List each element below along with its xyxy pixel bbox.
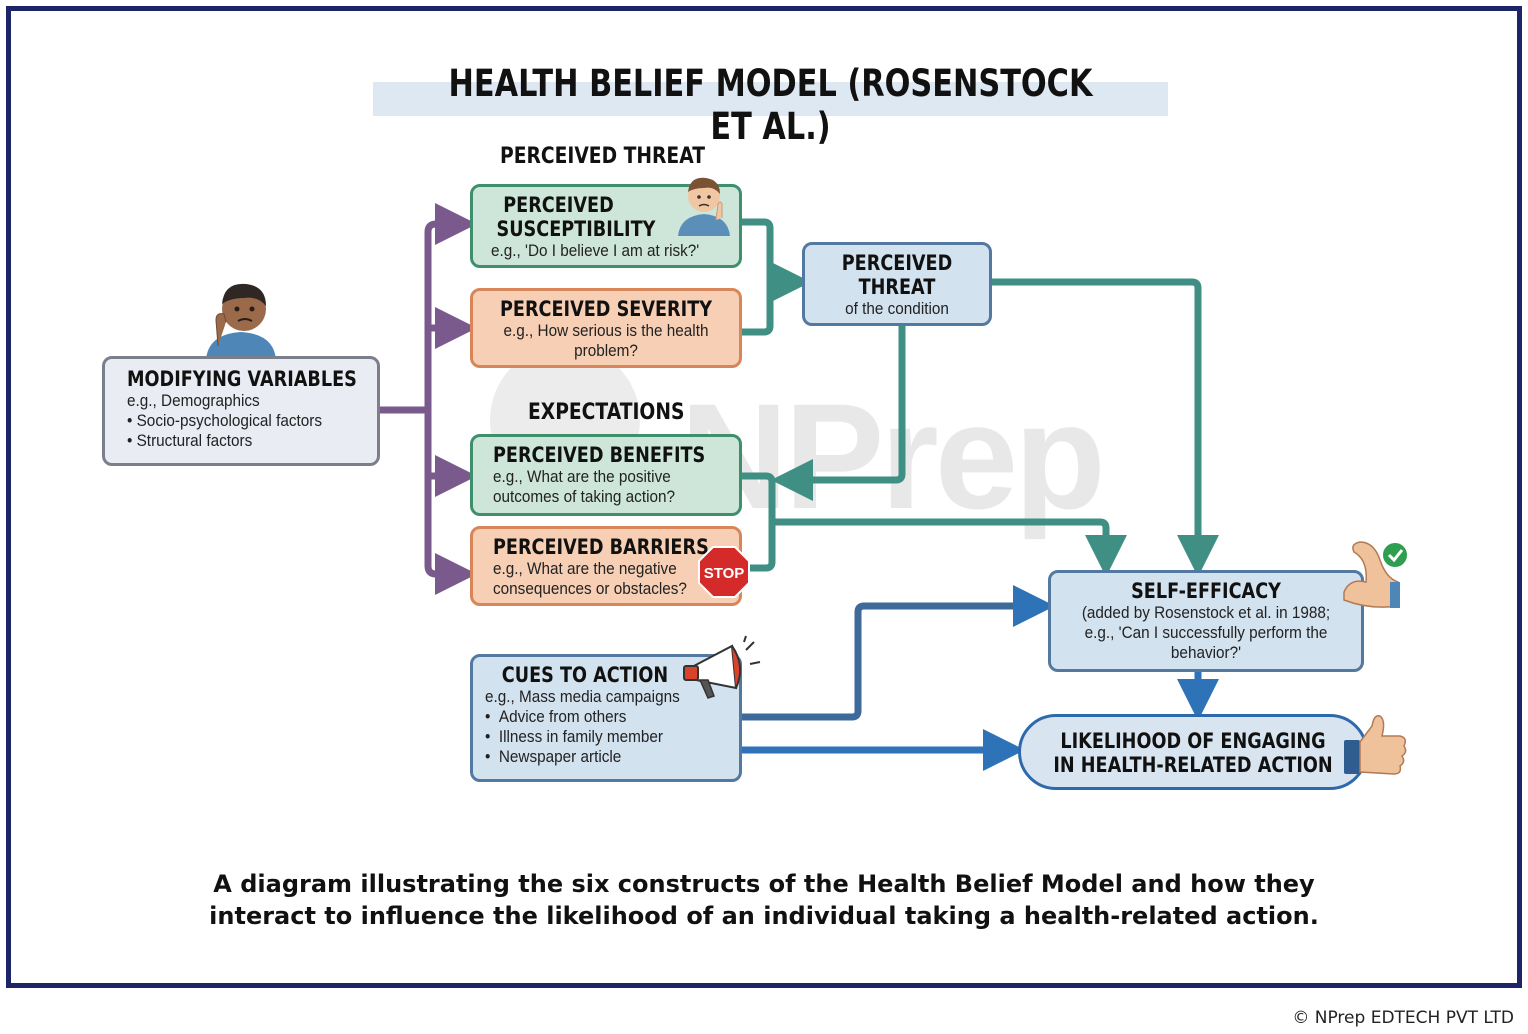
modifying-arrows: [380, 203, 477, 595]
threat-title-line: PERCEIVED: [841, 251, 953, 275]
cues-lead: e.g., Mass media campaigns: [485, 687, 680, 706]
diagram-frame: [6, 6, 1522, 988]
expectations-label: EXPECTATIONS: [528, 400, 685, 425]
megaphone-icon: [683, 635, 761, 699]
barriers-title: PERCEIVED BARRIERS: [493, 535, 709, 559]
cues-list: • Advice from others • Illness in family…: [485, 707, 739, 767]
self-efficacy-box: SELF-EFFICACY (added by Rosenstock et al…: [1048, 570, 1364, 672]
barriers-desc-line: consequences or obstacles?: [493, 579, 687, 598]
barriers-desc-line: e.g., What are the negative: [493, 559, 677, 578]
threat-title-line: THREAT: [858, 275, 936, 299]
likelihood-title-line: IN HEALTH-RELATED ACTION: [1053, 753, 1333, 777]
likelihood-title-line: LIKELIHOOD OF ENGAGING: [1060, 729, 1326, 753]
perceived-threat-label: PERCEIVED THREAT: [500, 144, 705, 169]
self-efficacy-desc-line: behavior?': [1170, 643, 1242, 662]
stop-sign-label: STOP: [704, 565, 745, 582]
severity-title: PERCEIVED SEVERITY: [499, 297, 713, 321]
modifying-variables-title: MODIFYING VARIABLES: [127, 367, 357, 391]
benefits-desc-line: e.g., What are the positive: [493, 467, 671, 486]
flexed-arm-icon: [1343, 541, 1409, 608]
cues-title: CUES TO ACTION: [501, 663, 669, 687]
severity-desc-line: e.g., How serious is the health: [503, 321, 709, 340]
caption-line: interact to influence the likelihood of …: [209, 902, 1319, 930]
modifying-variables-box: MODIFYING VARIABLES e.g., Demographics •…: [102, 356, 380, 466]
modifying-variables-line: • Socio-psychological factors: [127, 411, 323, 430]
list-item: • Advice from others: [485, 707, 627, 726]
perceived-threat-box: PERCEIVED THREAT of the condition: [802, 242, 992, 326]
stop-sign-icon: STOP: [698, 546, 750, 598]
susceptibility-title-line: SUSCEPTIBILITY: [496, 217, 656, 241]
benefits-title: PERCEIVED BENEFITS: [493, 443, 706, 467]
diagram-title: HEALTH BELIEF MODEL (ROSENSTOCK ET AL.): [448, 62, 1093, 148]
perceived-severity-box: PERCEIVED SEVERITY e.g., How serious is …: [470, 288, 742, 368]
diagram-caption: A diagram illustrating the six construct…: [60, 868, 1468, 932]
perceived-benefits-box: PERCEIVED BENEFITS e.g., What are the po…: [470, 434, 742, 516]
thumbs-up-icon: [1344, 714, 1407, 775]
susceptibility-desc: e.g., 'Do I believe I am at risk?': [491, 241, 700, 260]
perceived-barriers-box: PERCEIVED BARRIERS e.g., What are the ne…: [470, 526, 742, 606]
worried-person-icon: [678, 177, 730, 236]
self-efficacy-desc-line: (added by Rosenstock et al. in 1988;: [1081, 603, 1331, 622]
list-item: • Newspaper article: [485, 747, 622, 766]
susceptibility-title-line: PERCEIVED: [503, 193, 614, 217]
severity-desc-line: problem?: [574, 341, 638, 360]
modifying-variables-line: • Structural factors: [127, 431, 253, 450]
list-item: • Illness in family member: [485, 727, 663, 746]
threat-arrows: [742, 218, 1219, 577]
likelihood-of-action-box: LIKELIHOOD OF ENGAGING IN HEALTH-RELATED…: [1018, 714, 1368, 790]
caption-line: A diagram illustrating the six construct…: [213, 870, 1315, 898]
copyright-notice: © NPrep EDTECH PVT LTD: [1292, 1008, 1514, 1028]
benefits-desc-line: outcomes of taking action?: [493, 487, 676, 506]
self-efficacy-desc-line: e.g., 'Can I successfully perform the: [1084, 623, 1328, 642]
action-arrows: [742, 585, 1219, 771]
watermark: NPrep: [680, 372, 1106, 540]
title-highlight: [373, 82, 1168, 116]
modifying-variables-line: e.g., Demographics: [127, 391, 260, 410]
thinking-person-icon: [206, 283, 276, 360]
self-efficacy-title: SELF-EFFICACY: [1131, 579, 1281, 603]
threat-desc: of the condition: [845, 299, 949, 318]
